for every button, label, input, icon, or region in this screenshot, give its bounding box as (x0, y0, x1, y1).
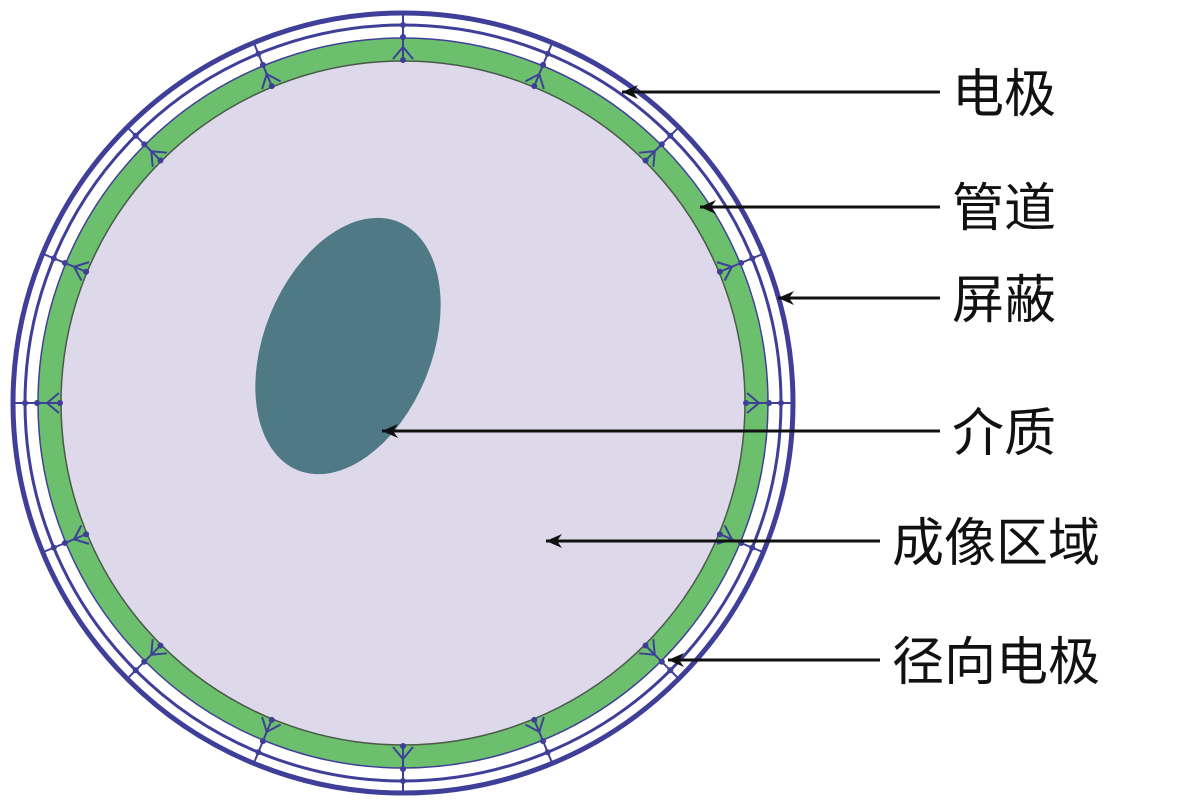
radial-electrode-node (738, 259, 745, 266)
radial-electrode-node (749, 255, 756, 262)
radial-electrode-fork (538, 73, 545, 90)
arrowhead-electrode (622, 85, 638, 99)
radial-electrode-node (157, 157, 164, 164)
radial-electrode-node (400, 743, 406, 749)
radial-electrode-node (531, 83, 538, 90)
radial-electrode-fork (524, 73, 540, 83)
radial-electrode-fork (73, 261, 90, 268)
radial-electrode-node (61, 540, 68, 547)
label-medium: 介质 (952, 404, 1056, 464)
radial-electrode-fork (73, 266, 83, 282)
radial-electrode-node (667, 132, 674, 139)
radial-electrode-fork (723, 266, 733, 282)
radial-electrode-node (716, 268, 723, 275)
radial-electrode-fork (266, 73, 282, 83)
radial-electrode-node (642, 642, 649, 649)
radial-electrode-node (749, 544, 756, 551)
radial-electrode-node (531, 716, 538, 723)
radial-electrode-fork (392, 46, 404, 60)
radial-electrode-node (255, 50, 262, 57)
radial-electrode-fork (73, 538, 90, 545)
arrowhead-pipe (700, 200, 716, 214)
radial-electrode-node (766, 400, 772, 406)
radial-electrode-node (658, 141, 665, 148)
radial-electrode-fork (73, 524, 83, 540)
radial-electrode-fork (538, 716, 545, 733)
radial-electrode-node (255, 749, 262, 756)
radial-electrode-fork (266, 723, 282, 733)
radial-electrode-node (743, 400, 749, 406)
arrowhead-medium (382, 424, 398, 438)
radial-electrode-node (667, 667, 674, 674)
radial-electrode-node (642, 157, 649, 164)
label-radial-electrode: 径向电极 (892, 633, 1100, 693)
radial-electrode-node (34, 400, 40, 406)
label-electrode: 电极 (952, 65, 1056, 125)
radial-electrode-fork (150, 639, 154, 655)
radial-electrode-fork (652, 639, 656, 655)
radial-electrode-fork (746, 392, 760, 404)
radial-electrode-fork (150, 151, 154, 167)
radial-electrode-node (83, 531, 90, 538)
radial-electrode-node (400, 22, 406, 28)
label-shield: 屏蔽 (952, 271, 1056, 331)
radial-electrode-fork (639, 150, 655, 154)
radial-electrode-node (544, 50, 551, 57)
radial-electrode-node (157, 642, 164, 649)
radial-electrode-node (132, 667, 139, 674)
radial-electrode-node (544, 749, 551, 756)
medium-ellipse (255, 217, 441, 475)
radial-electrode-node (400, 57, 406, 63)
radial-electrode-node (50, 544, 57, 551)
radial-electrode-node (778, 400, 784, 406)
radial-electrode-fork (151, 150, 167, 154)
radial-electrode-node (540, 61, 547, 68)
label-imaging-region: 成像区域 (892, 514, 1100, 574)
radial-electrode-fork (524, 723, 540, 733)
radial-electrode-node (400, 778, 406, 784)
radial-electrode-node (132, 132, 139, 139)
radial-electrode-node (658, 658, 665, 665)
radial-electrode-fork (151, 652, 167, 656)
arrowhead-imaging-region (546, 534, 562, 548)
radial-electrode-node (57, 400, 63, 406)
radial-electrode-fork (716, 261, 733, 268)
arrowhead-shield (778, 291, 794, 305)
radial-electrode-fork (652, 151, 656, 167)
radial-electrode-node (61, 259, 68, 266)
radial-electrode-node (141, 141, 148, 148)
radial-electrode-fork (46, 402, 60, 414)
radial-electrode-fork (46, 392, 60, 404)
radial-electrode-fork (639, 652, 655, 656)
radial-electrode-node (716, 531, 723, 538)
radial-electrode-node (259, 61, 266, 68)
radial-electrode-node (268, 83, 275, 90)
radial-electrode-node (83, 268, 90, 275)
radial-electrode-node (400, 34, 406, 40)
radial-electrode-fork (402, 46, 414, 60)
radial-electrode-node (540, 738, 547, 745)
radial-electrode-fork (402, 746, 414, 760)
radial-electrode-fork (261, 73, 268, 90)
radial-electrode-node (50, 255, 57, 262)
radial-electrode-node (400, 766, 406, 772)
radial-electrode-node (268, 716, 275, 723)
radial-electrode-node (22, 400, 28, 406)
label-pipe: 管道 (952, 179, 1056, 239)
radial-electrode-fork (746, 402, 760, 414)
radial-electrode-marks (14, 14, 792, 792)
radial-electrode-fork (723, 524, 733, 540)
arrowhead-radial-electrode (668, 653, 684, 667)
radial-electrode-fork (261, 716, 268, 733)
radial-electrode-node (259, 738, 266, 745)
radial-electrode-fork (392, 746, 404, 760)
radial-electrode-node (141, 658, 148, 665)
